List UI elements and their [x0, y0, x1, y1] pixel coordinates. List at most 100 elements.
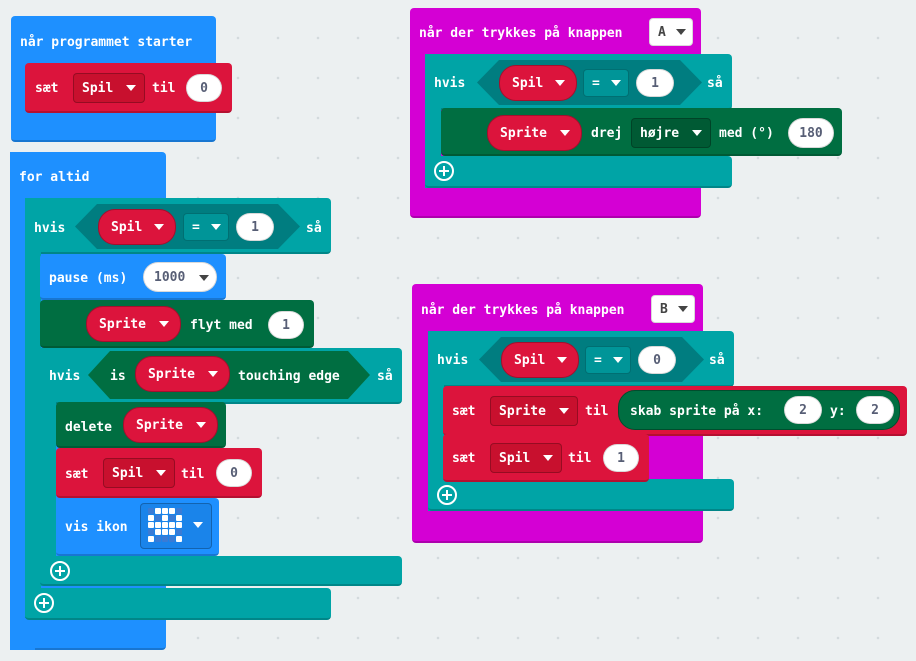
chevron-down-icon	[557, 357, 567, 363]
value-text: 0	[230, 466, 238, 481]
variable-name: Spil	[112, 466, 144, 481]
operator-text: =	[192, 220, 200, 235]
chevron-down-icon	[559, 408, 569, 414]
variable-reporter[interactable]: Spil	[501, 342, 579, 378]
value-input[interactable]: 1	[268, 311, 304, 339]
led	[176, 536, 182, 542]
to-keyword: til	[568, 451, 592, 466]
to-keyword: til	[152, 81, 176, 96]
if-keyword: hvis	[49, 369, 81, 384]
led	[155, 529, 161, 535]
operator-dropdown[interactable]: =	[183, 213, 229, 241]
value-input[interactable]: 1	[603, 444, 639, 472]
value-input[interactable]: 0	[638, 346, 676, 374]
value-text: 0	[653, 353, 661, 368]
then-keyword: så	[377, 369, 393, 384]
to-keyword: til	[585, 404, 609, 419]
led	[148, 536, 154, 542]
set-keyword: sæt	[452, 404, 476, 419]
on-start-label: når programmet starter	[20, 35, 193, 50]
variable-reporter[interactable]: Spil	[98, 209, 176, 245]
led	[169, 508, 175, 514]
sprite-reporter[interactable]: Sprite	[135, 356, 230, 392]
variable-name: Spil	[512, 76, 544, 91]
y-input[interactable]: 2	[856, 396, 894, 424]
x-input[interactable]: 2	[784, 396, 822, 424]
led	[155, 508, 161, 514]
sprite-reporter[interactable]: Sprite	[487, 115, 582, 151]
value-text: 1	[617, 451, 625, 466]
value-input[interactable]: 180	[788, 118, 834, 148]
button-name: A	[658, 25, 666, 40]
chevron-down-icon	[126, 85, 136, 91]
variable-dropdown[interactable]: Spil	[73, 73, 145, 103]
sprite-reporter[interactable]: Sprite	[86, 306, 181, 342]
chevron-down-icon	[692, 130, 702, 136]
variable-name: Sprite	[500, 126, 547, 141]
led	[162, 508, 168, 514]
then-keyword: så	[707, 76, 723, 91]
value-input[interactable]: 1	[236, 213, 274, 241]
value-text: 1	[251, 220, 259, 235]
variable-dropdown[interactable]: Sprite	[490, 396, 578, 426]
add-else-icon[interactable]	[50, 561, 70, 581]
led	[169, 515, 175, 521]
pause-label: pause (ms)	[49, 271, 128, 286]
chevron-down-icon	[560, 130, 570, 136]
button-event-label: når der trykkes på knappen	[421, 303, 625, 318]
variable-name: Spil	[514, 353, 546, 368]
if-block-arm	[428, 331, 444, 511]
sprite-reporter[interactable]: Sprite	[123, 407, 218, 443]
button-dropdown[interactable]: A	[649, 18, 693, 46]
set-keyword: sæt	[35, 81, 59, 96]
pause-dropdown[interactable]: 1000	[143, 262, 217, 292]
add-else-icon[interactable]	[437, 485, 457, 505]
add-else-icon[interactable]	[34, 593, 54, 613]
turn-label: drej	[591, 126, 623, 141]
add-else-icon[interactable]	[434, 161, 454, 181]
led	[176, 529, 182, 535]
inner-if-arm	[40, 348, 56, 586]
button-dropdown[interactable]: B	[651, 295, 695, 323]
value-input[interactable]: 1	[636, 69, 674, 97]
value-text: 1	[651, 76, 659, 91]
set-keyword: sæt	[65, 467, 89, 482]
value-text: 180	[799, 126, 823, 141]
value-text: 1	[282, 318, 290, 333]
move-label: flyt med	[190, 318, 253, 333]
led	[176, 515, 182, 521]
is-keyword: is	[110, 369, 126, 384]
led	[148, 515, 154, 521]
chevron-down-icon	[678, 306, 688, 312]
touching-edge-label: touching edge	[238, 369, 340, 384]
variable-name: Sprite	[148, 367, 195, 382]
value-input[interactable]: 0	[186, 74, 222, 102]
led	[162, 536, 168, 542]
direction-dropdown[interactable]: højre	[631, 118, 711, 148]
to-keyword: til	[181, 467, 205, 482]
operator-dropdown[interactable]: =	[585, 346, 631, 374]
create-sprite-block[interactable]	[618, 390, 900, 430]
with-degrees-label: med (°)	[719, 126, 774, 141]
variable-dropdown[interactable]: Spil	[490, 443, 562, 473]
variable-reporter[interactable]: Spil	[499, 65, 577, 101]
chevron-down-icon	[676, 29, 686, 35]
chevron-down-icon	[211, 224, 221, 230]
value-input[interactable]: 0	[216, 459, 252, 487]
variable-name: Spil	[82, 81, 114, 96]
if-keyword: hvis	[437, 353, 469, 368]
led	[169, 522, 175, 528]
led	[155, 536, 161, 542]
if-block-footer	[428, 479, 734, 511]
value-text: 1000	[154, 270, 186, 285]
icon-dropdown[interactable]	[140, 503, 212, 549]
if-block-arm	[25, 198, 41, 618]
operator-dropdown[interactable]: =	[583, 69, 629, 97]
chevron-down-icon	[159, 321, 169, 327]
forever-label: for altid	[19, 170, 90, 185]
led	[148, 529, 154, 535]
variable-name: Spil	[111, 220, 143, 235]
led	[162, 529, 168, 535]
variable-name: Sprite	[99, 317, 146, 332]
variable-dropdown[interactable]: Spil	[103, 458, 175, 488]
